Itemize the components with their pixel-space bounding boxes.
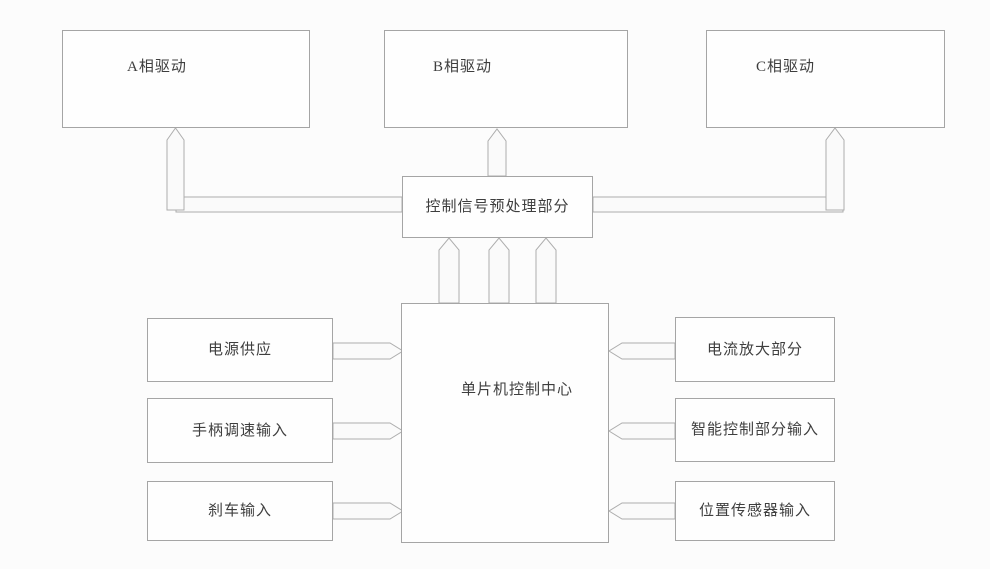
arrow-up-phase-c-icon — [825, 127, 845, 211]
node-power-supply: 电源供应 — [147, 318, 333, 382]
node-current-amplifier: 电流放大部分 — [675, 317, 835, 382]
node-phase-b-drive: B相驱动 — [384, 30, 628, 128]
node-signal-preprocess: 控制信号预处理部分 — [402, 176, 593, 238]
node-intelligent-control-input-label: 智能控制部分输入 — [690, 422, 819, 438]
connector-preprocess-to-phase-a — [166, 127, 403, 213]
node-phase-c-label: C相驱动 — [756, 59, 816, 75]
arrow-up-phase-a-icon — [166, 127, 185, 211]
arrow-mcu-to-preprocess-1-icon — [438, 237, 460, 304]
node-phase-c-drive: C相驱动 — [706, 30, 945, 128]
node-current-amplifier-label: 电流放大部分 — [706, 341, 803, 358]
arrow-brake-to-mcu-icon — [332, 502, 404, 520]
node-phase-a-drive: A相驱动 — [62, 30, 310, 128]
node-brake-input: 刹车输入 — [147, 481, 333, 541]
node-throttle-input-label: 手柄调速输入 — [191, 422, 288, 439]
arrow-mcu-to-preprocess-3-icon — [535, 237, 557, 304]
node-mcu-control-center: 单片机控制中心 — [401, 303, 609, 543]
arrow-power-to-mcu-icon — [332, 342, 404, 360]
node-position-sensor-input-label: 位置传感器输入 — [698, 503, 811, 519]
node-signal-preprocess-label: 控制信号预处理部分 — [425, 199, 570, 215]
arrow-intelligent-to-mcu-icon — [608, 422, 676, 440]
node-intelligent-control-input: 智能控制部分输入 — [675, 398, 835, 462]
arrow-mcu-to-preprocess-2-icon — [488, 237, 510, 304]
connector-preprocess-to-phase-c — [592, 127, 845, 213]
arrow-throttle-to-mcu-icon — [332, 422, 404, 440]
arrow-position-to-mcu-icon — [608, 502, 676, 520]
node-phase-b-label: B相驱动 — [433, 59, 493, 75]
node-mcu-label: 单片机控制中心 — [460, 382, 573, 398]
node-position-sensor-input: 位置传感器输入 — [675, 481, 835, 541]
elbow-bar-right — [592, 196, 844, 213]
arrow-up-phase-b-icon — [487, 128, 507, 177]
arrow-current-amp-to-mcu-icon — [608, 342, 676, 360]
node-phase-a-label: A相驱动 — [127, 59, 187, 75]
node-power-supply-label: 电源供应 — [207, 342, 272, 358]
node-throttle-input: 手柄调速输入 — [147, 398, 333, 463]
elbow-bar-left — [175, 196, 403, 213]
node-brake-input-label: 刹车输入 — [207, 503, 272, 519]
